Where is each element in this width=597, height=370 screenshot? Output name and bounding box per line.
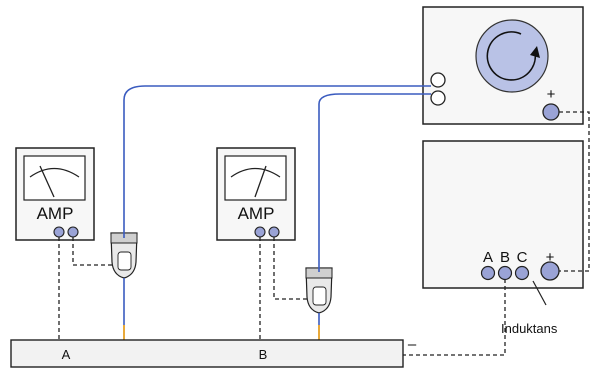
ammeter-1-scale <box>29 167 80 178</box>
conductor-bar: A B – <box>10 336 417 368</box>
rotor-terminal-top <box>430 72 446 88</box>
dashed-wires <box>58 111 590 356</box>
inductance-pointer <box>532 280 547 306</box>
probe-2-wire <box>318 93 431 272</box>
probe-wires <box>123 85 431 330</box>
bar-minus-sign: – <box>408 336 417 353</box>
supply-terminal-a-label: A <box>483 249 493 266</box>
rotation-arrow-icon <box>486 31 537 81</box>
rotor-box: + <box>422 6 584 125</box>
ammeter-1-needle <box>39 165 55 198</box>
inductance-label: Induktans <box>501 321 558 336</box>
supply-box: A B C + Induktans <box>422 140 584 336</box>
rotor-terminal-bottom <box>430 90 446 106</box>
probe-1 <box>110 232 138 279</box>
ammeter-1-terminal-left <box>53 226 65 238</box>
probe-2-cap <box>305 267 333 279</box>
ammeter-2-scale <box>230 167 281 178</box>
supply-terminal-a <box>480 265 496 281</box>
probe-1-window <box>117 251 132 271</box>
rotor-plus-terminal <box>542 103 560 121</box>
supply-box-frame <box>422 140 584 289</box>
supply-plus-terminal <box>540 261 560 281</box>
ammeter-2-terminal-left <box>254 226 266 238</box>
supply-plus-sign: + <box>546 249 555 266</box>
conductor-bar-body <box>10 339 404 368</box>
ammeter-2-to-probe-wire <box>273 237 308 300</box>
bar-point-b-label: B <box>259 347 268 362</box>
probe-2 <box>305 267 333 314</box>
ammeter-1-terminal-right <box>67 226 79 238</box>
supply-terminal-b <box>497 265 513 281</box>
probe-1-wire <box>123 85 431 238</box>
rotor-plus-sign: + <box>547 86 556 103</box>
ammeter-2: AMP <box>216 147 296 241</box>
ammeter-2-terminal-right <box>268 226 280 238</box>
rotation-arrowhead-icon <box>530 46 540 58</box>
supply-terminal-c-label: C <box>517 249 528 266</box>
bar-point-a-label: A <box>62 347 71 362</box>
ammeter-2-needle <box>254 165 267 198</box>
ammeter-1-dial <box>23 155 86 201</box>
supply-terminal-b-label: B <box>500 249 510 266</box>
supply-terminal-c <box>514 265 530 281</box>
ammeter-1-to-probe-wire <box>72 237 113 266</box>
probe-2-window <box>312 286 327 306</box>
ammeter-1-label: AMP <box>37 204 74 223</box>
rotor-to-supply-plus-wire <box>559 111 590 272</box>
ammeter-2-dial <box>224 155 287 201</box>
ammeter-1: AMP <box>15 147 95 241</box>
rotor-disc <box>475 19 549 93</box>
supply-b-to-bar-wire <box>403 279 506 356</box>
ammeter-2-label: AMP <box>238 204 275 223</box>
